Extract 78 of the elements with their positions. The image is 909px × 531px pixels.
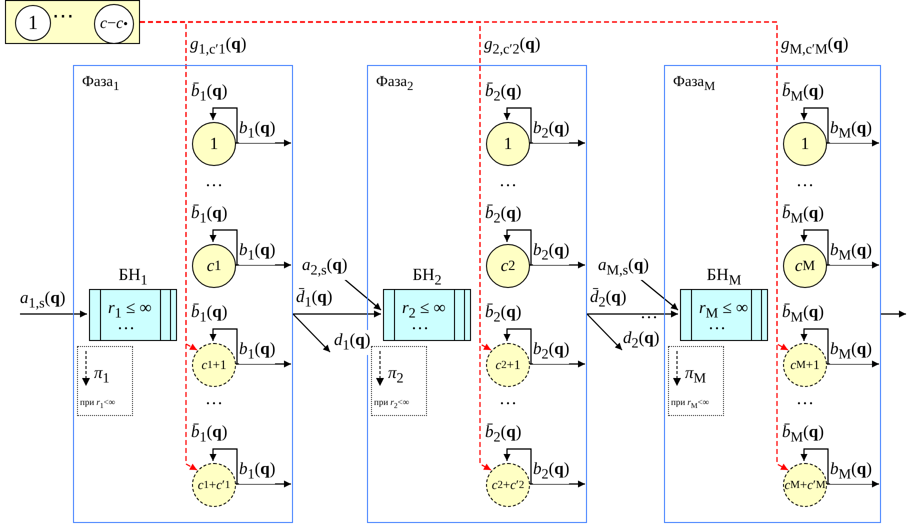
arrow bbox=[586, 314, 622, 350]
arrow bbox=[638, 278, 678, 310]
output-arrow bbox=[235, 140, 291, 146]
edge-label: b$_{1}$(q) bbox=[239, 339, 276, 364]
edge-label: b$_{2}$(q) bbox=[533, 459, 570, 484]
condition-note: при r$_{2}$<∞ bbox=[374, 397, 410, 410]
note-box bbox=[77, 346, 133, 416]
edge-label: a$_{2,s}$(q) bbox=[302, 255, 348, 280]
ellipsis-mark: … bbox=[796, 388, 814, 408]
arrow bbox=[292, 314, 330, 352]
server-circle: 1 bbox=[783, 122, 827, 166]
self-loop-arrow bbox=[504, 448, 532, 485]
output-arrow bbox=[235, 360, 291, 368]
arrow bbox=[342, 278, 382, 310]
phase-title: Фаза$_{M}$ bbox=[673, 74, 716, 94]
output-arrow bbox=[529, 262, 585, 268]
output-arrow bbox=[529, 480, 585, 488]
probability-label: π$_{2}$ bbox=[388, 363, 404, 388]
server-pool-panel bbox=[5, 0, 140, 44]
buffer-label: БН$_{2}$ bbox=[411, 265, 443, 290]
server-circle: 1 bbox=[192, 122, 236, 166]
server-circle: 1 bbox=[15, 5, 51, 41]
output-arrow bbox=[826, 480, 879, 488]
arrow bbox=[20, 310, 87, 318]
probability-label: π$_{M}$ bbox=[685, 363, 706, 388]
buffer-capacity: r$_{1}$ ≤ ∞ bbox=[108, 298, 152, 322]
output-arrow bbox=[235, 262, 291, 268]
self-loop-arrow bbox=[504, 107, 532, 144]
condition-note: при r$_{M}$<∞ bbox=[671, 397, 710, 410]
edge-label: d$_{1}$(q) bbox=[334, 330, 370, 356]
arrow bbox=[293, 310, 381, 318]
self-loop-arrow bbox=[210, 107, 238, 144]
self-loop-arrow bbox=[800, 107, 829, 144]
edge-label: b$_{1}$(q) bbox=[239, 240, 276, 266]
edge-label: b$_{1}$(q) bbox=[239, 118, 276, 144]
output-arrow bbox=[529, 140, 585, 146]
output-arrow bbox=[529, 360, 585, 368]
self-loop-arrow bbox=[210, 229, 238, 266]
self-loop-arrow bbox=[800, 328, 829, 365]
edge-label: b$_{M}$(q) bbox=[830, 118, 872, 144]
ellipsis-mark: … bbox=[796, 170, 814, 190]
edge-label: b$_{2}$(q) bbox=[533, 118, 570, 144]
phase-title: Фаза$_{1}$ bbox=[82, 74, 120, 94]
condition-note: при r$_{1}$<∞ bbox=[80, 397, 116, 410]
ellipsis-mark: … bbox=[499, 388, 517, 408]
note-box bbox=[668, 346, 724, 416]
self-loop-arrow bbox=[210, 448, 238, 485]
edge-label: b$_{2}$(q) bbox=[533, 339, 570, 364]
ellipsis-mark: … bbox=[205, 170, 223, 190]
edge-label: b$_{M}$(q) bbox=[830, 339, 872, 364]
self-loop-arrow bbox=[504, 328, 532, 365]
ellipsis-mark: … bbox=[640, 302, 658, 322]
output-arrow bbox=[826, 140, 879, 146]
probability-label: π$_{1}$ bbox=[94, 363, 110, 388]
buffer-capacity: r$_{2}$ ≤ ∞ bbox=[402, 298, 446, 322]
self-loop-arrow bbox=[210, 328, 238, 365]
note-box bbox=[371, 346, 427, 416]
edge-label: b$_{M}$(q) bbox=[830, 459, 872, 484]
output-arrow bbox=[826, 360, 879, 368]
edge-label: b$_{1}$(q) bbox=[239, 459, 276, 484]
arrow bbox=[881, 310, 906, 318]
arrow bbox=[587, 310, 678, 318]
buffer-label: БН$_{1}$ bbox=[117, 265, 149, 290]
edge-label: b$_{M}$(q) bbox=[830, 240, 872, 266]
self-loop-arrow bbox=[800, 229, 829, 266]
edge-label: a$_{M,s}$(q) bbox=[598, 255, 649, 280]
server-circle: 1 bbox=[486, 122, 530, 166]
ellipsis-mark: … bbox=[205, 388, 223, 408]
output-arrow bbox=[826, 262, 879, 268]
ellipsis-mark: … bbox=[499, 170, 517, 190]
buffer-label: БН$_{M}$ bbox=[706, 265, 742, 290]
edge-label: b$_{2}$(q) bbox=[533, 240, 570, 266]
self-loop-arrow bbox=[504, 229, 532, 266]
self-loop-arrow bbox=[800, 448, 829, 485]
phase-title: Фаза$_{2}$ bbox=[376, 74, 414, 94]
output-arrow bbox=[235, 480, 291, 488]
dashed-arrow bbox=[140, 21, 788, 471]
ellipsis-mark: ⋯ bbox=[52, 6, 74, 26]
